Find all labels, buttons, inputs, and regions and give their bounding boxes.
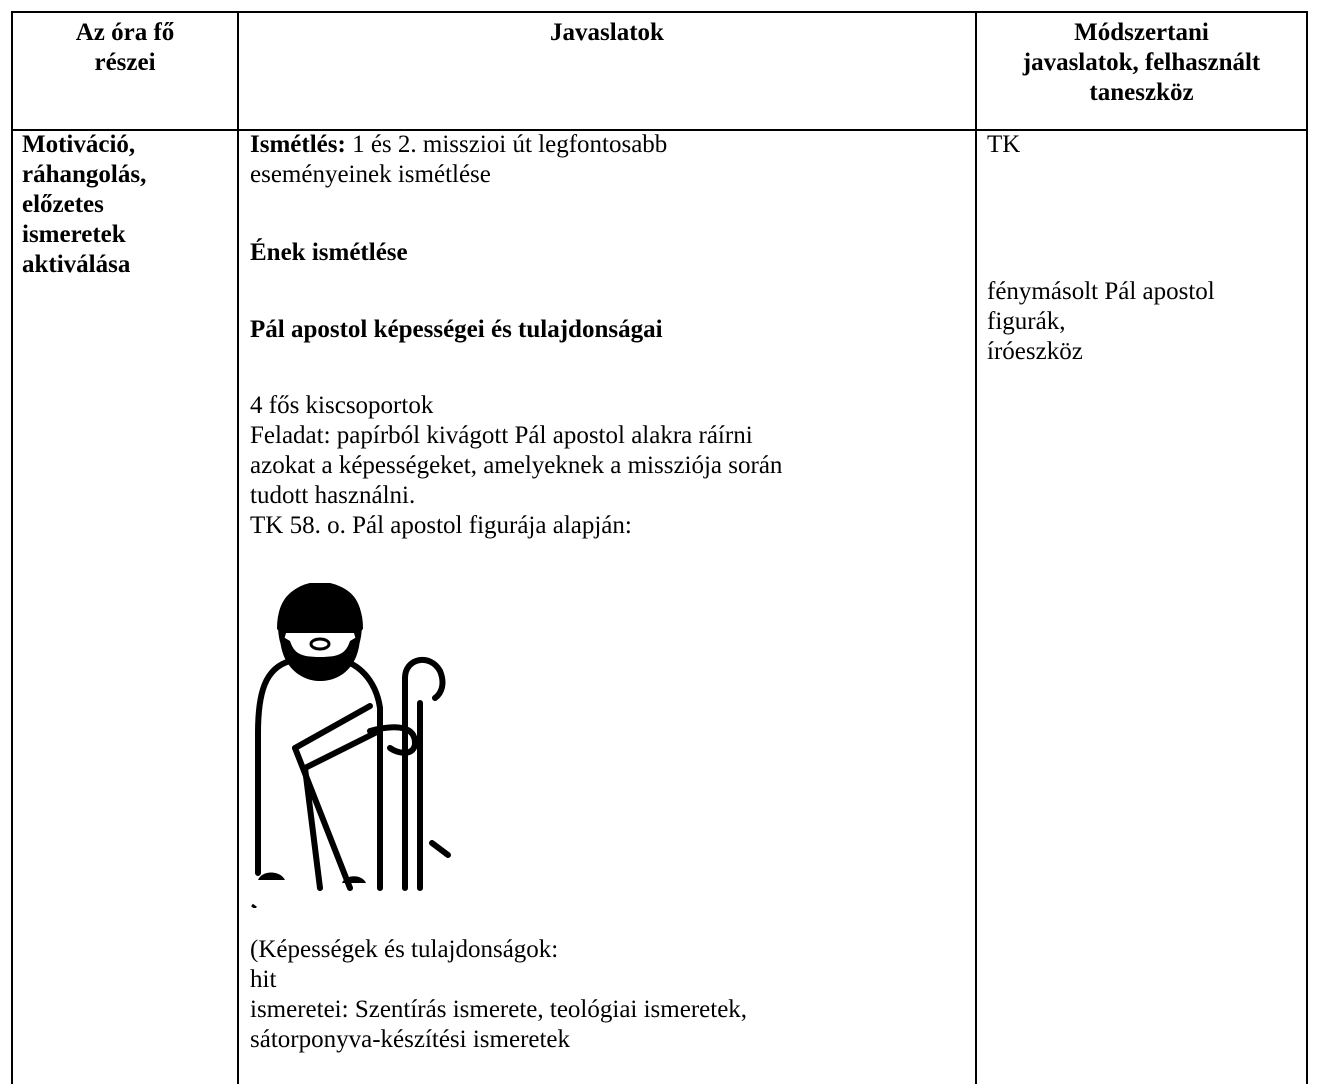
header-methods-line-1: Módszertani [1074,19,1209,46]
header-parts-line-1: Az óra fő [75,19,175,46]
apostle-paul-figure-icon [251,583,451,908]
section-line-4: ismeretek [22,221,126,248]
body-line-1: 4 fős kiscsoportok [250,392,434,419]
tools-textbook: TK [987,131,1021,158]
after-line-1: (Képességek és tulajdonságok: [250,936,559,963]
repeat-label: Ismétlés: [250,131,346,158]
header-methods-line-3: taneszköz [1089,79,1194,106]
header-cell-parts: Az óra fő részei [13,18,237,78]
tools-line-3: íróeszköz [987,338,1083,365]
section-line-3: előzetes [22,191,104,218]
section-line-2: ráhangolás, [22,161,147,188]
tools-cell: TK [987,130,1303,160]
header-parts-line-2: részei [94,49,156,76]
repeat-text: 1 és 2. misszioi út legfontosabb [345,131,668,158]
body-line-3: azokat a képességeket, amelyeknek a miss… [250,452,783,479]
after-line-2: hit [250,966,277,993]
table-divider-1 [237,11,239,1084]
after-line-3: ismeretei: Szentírás ismerete, teológiai… [250,996,748,1023]
header-methods-line-2: javaslatok, felhasznált [1022,49,1261,76]
tools-list-cell: fénymásolt Pál apostol figurák, íróeszkö… [987,277,1303,367]
abilities-list-cell: (Képességek és tulajdonságok: hit ismere… [250,935,972,1055]
header-cell-suggestions: Javaslatok [239,18,975,48]
table-border-right [1306,11,1308,1084]
body-line-4: tudott használni. [250,482,416,509]
table-border-header-bottom [11,129,1308,131]
body-line-5: TK 58. o. Pál apostol figurája alapján: [250,512,632,539]
section-line-5: aktiválása [22,251,131,278]
table-border-top [11,11,1308,13]
table-divider-2 [975,11,977,1084]
repeat-line-1: Ismétlés: 1 és 2. misszioi út legfontosa… [250,130,972,160]
tools-line-2: figurák, [987,308,1066,335]
table-border-left [11,11,13,1084]
header-cell-methods: Módszertani javaslatok, felhasznált tane… [977,18,1306,108]
section-line-1: Motiváció, [22,131,136,158]
abilities-title: Pál apostol képességei és tulajdonságai [250,316,663,343]
section-name-cell: Motiváció, ráhangolás, előzetes ismerete… [22,130,234,280]
header-suggestions-label: Javaslatok [550,19,664,46]
suggestions-cell: Ismétlés: 1 és 2. misszioi út legfontosa… [250,130,972,1084]
song-title: Ének ismétlése [250,239,408,266]
tools-line-1: fénymásolt Pál apostol [987,278,1215,305]
after-line-4: sátorponyva-készítési ismeretek [250,1026,571,1053]
repeat-line-2: eseményeinek ismétlése [250,161,491,188]
body-line-2: Feladat: papírból kivágott Pál apostol a… [250,422,753,449]
